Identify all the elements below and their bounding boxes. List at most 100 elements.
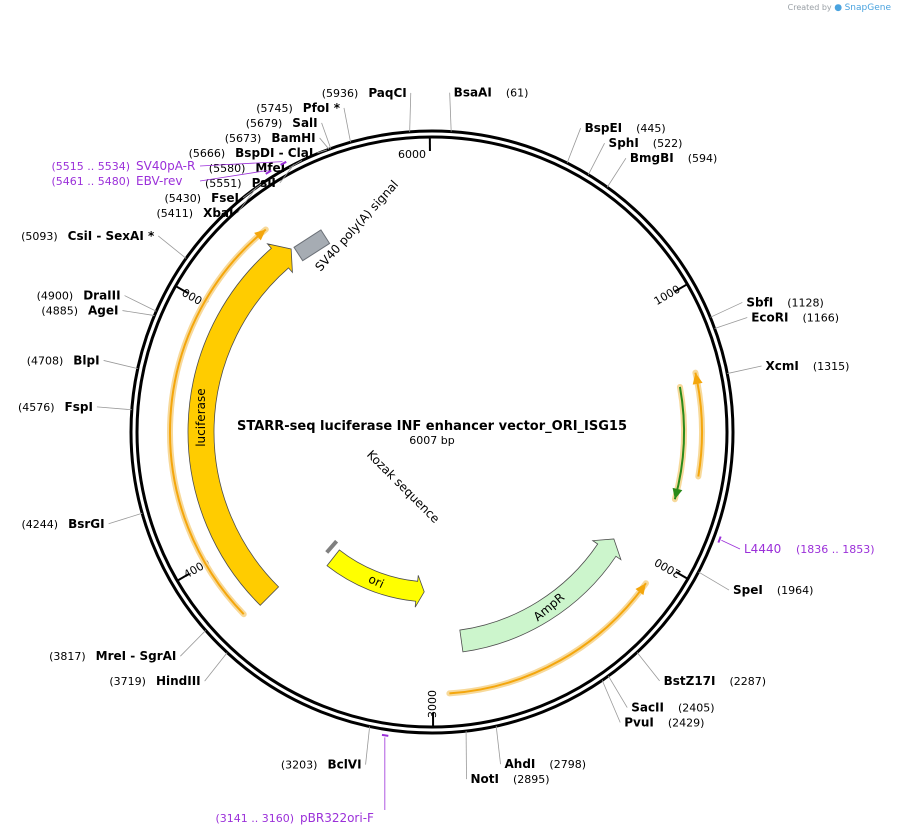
mfei-site[interactable]: MfeI(5580): [209, 161, 285, 175]
bsaai-position: (61): [506, 87, 529, 100]
fspi-name: FspI: [65, 400, 93, 414]
bstz17i-name: BstZ17I: [664, 674, 716, 688]
draiii-site-line: [124, 295, 157, 312]
noti-site[interactable]: NotI (2895): [471, 772, 550, 786]
bmgbi-position: (594): [688, 152, 718, 165]
ampr-feature[interactable]: [459, 538, 622, 653]
pfoi-site[interactable]: PfoI *(5745): [256, 101, 340, 115]
ebv-rev-primer-name: EBV-rev: [136, 174, 182, 188]
fspi-site-line: [96, 406, 132, 411]
fspi-position: (4576): [18, 401, 55, 414]
orf-2-arrowhead: [692, 372, 703, 385]
pvui-site-line: [601, 680, 621, 723]
ahdi-site-line: [495, 726, 501, 765]
ebv-rev-primer[interactable]: EBV-rev (5461 .. 5480): [51, 174, 182, 188]
bspdi-clai-name: BspDI - ClaI: [235, 146, 313, 160]
draiii-site[interactable]: DraIII(4900): [37, 289, 121, 303]
bsaai-site-line: [449, 92, 452, 132]
ecori-site[interactable]: EcoRI(1166): [751, 310, 839, 324]
hindiii-name: HindIII: [156, 674, 201, 688]
sv40-poly-a-signal-feature[interactable]: [293, 229, 331, 262]
psii-site[interactable]: PsiI(5551): [205, 176, 276, 190]
backbone-outer-ring: [129, 129, 735, 735]
bstz17i-site-line: [636, 652, 660, 682]
xbai-site[interactable]: XbaI(5411): [157, 206, 234, 220]
fsei-site-line: [242, 183, 262, 199]
noti-position: (2895): [513, 773, 550, 786]
plasmid-size: 6007 bp: [409, 434, 454, 447]
xbai-name: XbaI: [203, 206, 233, 220]
bspei-site[interactable]: BspEI(445): [585, 121, 666, 135]
sacii-site-line: [608, 675, 628, 708]
blpi-site[interactable]: BlpI(4708): [27, 353, 100, 367]
bstz17i-site[interactable]: BstZ17I(2287): [664, 674, 766, 688]
agei-site[interactable]: AgeI(4885): [41, 304, 118, 318]
pbr322ori-f-primer-name: pBR322ori-F: [300, 811, 374, 825]
paqci-site[interactable]: PaqCI(5936): [322, 86, 407, 100]
ebv-rev-primer-mark[interactable]: [265, 169, 272, 175]
sali-site[interactable]: SalI(5679): [246, 116, 318, 130]
ecori-site-line: [714, 317, 748, 329]
bmgbi-site[interactable]: BmgBI(594): [630, 151, 717, 165]
sv40pa-r-primer-mark[interactable]: [280, 160, 287, 166]
csii-sexai-site[interactable]: CsiI - SexAI *(5093): [21, 229, 155, 243]
ebv-rev-primer-range: (5461 .. 5480): [51, 175, 130, 188]
hindiii-site-line: [204, 652, 228, 682]
bsrgi-site[interactable]: BsrGI(4244): [22, 517, 105, 531]
bclvi-position: (3203): [281, 759, 318, 772]
luciferase-label: luciferase: [194, 388, 208, 446]
tick-label-1000: 1000: [652, 283, 683, 308]
ecori-position: (1166): [803, 311, 840, 324]
fspi-site[interactable]: FspI (4576): [18, 400, 93, 414]
orf-0[interactable]: [169, 228, 267, 615]
sacii-site[interactable]: SacII(2405): [631, 701, 714, 715]
pbr322ori-f-primer-mark[interactable]: [381, 733, 389, 737]
ahdi-position: (2798): [549, 758, 586, 771]
orf-track: [167, 226, 705, 697]
sphi-site-line: [587, 142, 605, 175]
ahdi-site[interactable]: AhdI(2798): [505, 757, 586, 771]
sphi-position: (522): [653, 137, 683, 150]
bamhi-site-line: [319, 137, 330, 150]
kozak-sequence-feature[interactable]: [325, 539, 339, 554]
l4440-primer-name: L4440: [744, 542, 781, 556]
pbr322ori-f-primer-range: (3141 .. 3160): [215, 812, 294, 825]
pvui-site[interactable]: PvuI(2429): [624, 716, 704, 730]
spei-site[interactable]: SpeI(1964): [733, 583, 813, 597]
csii-sexai-position: (5093): [21, 230, 58, 243]
bsrgi-site-line: [108, 512, 143, 525]
ori-feature[interactable]: [326, 549, 425, 608]
bamhi-site[interactable]: BamHI(5673): [225, 131, 316, 145]
bspdi-clai-site[interactable]: BspDI - ClaI(5666): [189, 146, 314, 160]
l4440-primer-mark[interactable]: [717, 536, 722, 543]
fsei-site[interactable]: FseI(5430): [165, 191, 240, 205]
tick-mark-4000: [176, 572, 190, 582]
hindiii-site[interactable]: HindIII(3719): [109, 674, 200, 688]
noti-name: NotI: [471, 772, 500, 786]
sbfi-site[interactable]: SbfI(1128): [746, 295, 824, 309]
sv40pa-r-primer[interactable]: SV40pA-R(5515 .. 5534): [51, 159, 195, 173]
luciferase-feature[interactable]: [187, 243, 293, 606]
xcmi-site[interactable]: XcmI(1315): [766, 359, 850, 373]
mrei-sgrai-site[interactable]: MreI - SgrAI(3817): [49, 649, 176, 663]
watermark-brand: SnapGene: [844, 3, 891, 13]
bspdi-clai-site-line: [317, 149, 328, 154]
fsei-position: (5430): [165, 192, 202, 205]
orf-1[interactable]: [449, 582, 647, 695]
sbfi-name: SbfI: [746, 295, 773, 309]
pfoi-position: (5745): [256, 102, 293, 115]
l4440-primer[interactable]: L4440(1836 .. 1853): [744, 542, 875, 556]
plasmid-title: STARR-seq luciferase INF enhancer vector…: [237, 419, 627, 434]
mrei-sgrai-name: MreI - SgrAI: [96, 649, 177, 663]
bsaai-site[interactable]: BsaAI(61): [454, 86, 529, 100]
pbr322ori-f-primer[interactable]: pBR322ori-F (3141 .. 3160): [215, 811, 374, 825]
sacii-name: SacII: [631, 701, 664, 715]
primer-sites: L4440(1836 .. 1853) pBR322ori-F (3141 .. 3…: [51, 159, 874, 825]
sv40pa-r-primer-line: [199, 161, 283, 167]
pvui-name: PvuI: [624, 716, 654, 730]
sphi-site[interactable]: SphI(522): [609, 136, 683, 150]
orf-3-arrowhead: [672, 487, 683, 500]
bclvi-site[interactable]: BclVI(3203): [281, 758, 362, 772]
map-center-labels: STARR-seq luciferase INF enhancer vector…: [237, 419, 627, 447]
